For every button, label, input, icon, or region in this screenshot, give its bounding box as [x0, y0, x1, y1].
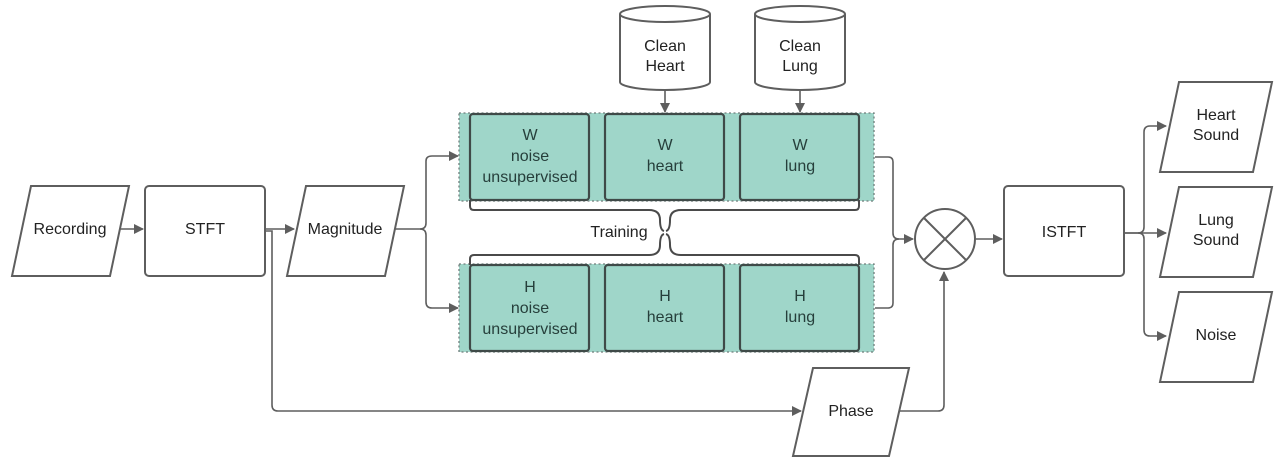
- connectors: [118, 90, 1167, 416]
- arrow-istft-to-heart-sound: [1124, 121, 1167, 234]
- clean-lung-label-1: Clean: [779, 38, 821, 55]
- stft-label: STFT: [185, 221, 225, 238]
- noise-output-node: [1158, 291, 1274, 383]
- lung-sound-node: [1158, 186, 1274, 278]
- clean-heart-database: Clean Heart: [619, 5, 711, 91]
- recording-node: [10, 185, 131, 277]
- magnitude-label: Magnitude: [308, 221, 383, 238]
- h-lung-box: [738, 263, 861, 353]
- clean-lung-label-2: Lung: [782, 58, 818, 75]
- lung-sound-label-2: Sound: [1193, 232, 1239, 249]
- w-lung-label-1: W: [792, 137, 808, 154]
- h-noise-box: [468, 263, 591, 353]
- heart-sound-label-1: Heart: [1196, 107, 1236, 124]
- h-noise-label-2: noise: [511, 300, 549, 317]
- h-heart-box: [603, 263, 726, 353]
- istft-node: [1003, 185, 1125, 277]
- heart-sound-label-2: Sound: [1193, 127, 1239, 144]
- training-brace-top: [469, 200, 665, 232]
- noise-output-label: Noise: [1196, 327, 1237, 344]
- recording-label: Recording: [34, 221, 107, 238]
- clean-heart-label-1: Clean: [644, 38, 686, 55]
- lung-sound-label-1: Lung: [1198, 212, 1234, 229]
- heart-sound-node: [1158, 81, 1274, 173]
- magnitude-node: [285, 185, 406, 277]
- arrow-istft-to-noise: [1137, 232, 1167, 341]
- w-noise-label-1: W: [522, 127, 538, 144]
- h-lung-label-2: lung: [785, 309, 815, 326]
- arrow-h-group-to-multiply: [875, 238, 900, 309]
- w-noise-label-3: unsupervised: [482, 169, 577, 186]
- w-heart-label-2: heart: [647, 158, 684, 175]
- h-heart-label-2: heart: [647, 309, 684, 326]
- training-brace-bottom-right: [665, 233, 860, 265]
- training-label: Training: [590, 224, 647, 241]
- h-heart-label-1: H: [659, 288, 671, 305]
- arrow-magnitude-to-h-group: [419, 228, 459, 313]
- circled-x-icon: [914, 208, 976, 270]
- phase-label: Phase: [828, 403, 873, 420]
- arrow-phase-to-multiply: [899, 271, 949, 412]
- w-lung-label-2: lung: [785, 158, 815, 175]
- w-noise-label-2: noise: [511, 148, 549, 165]
- phase-node: [791, 367, 911, 457]
- h-noise-label-3: unsupervised: [482, 321, 577, 338]
- arrow-w-group-to-multiply: [875, 156, 914, 244]
- h-noise-label-1: H: [524, 279, 536, 296]
- w-heart-label-1: W: [657, 137, 673, 154]
- istft-label: ISTFT: [1042, 224, 1087, 241]
- clean-heart-label-2: Heart: [645, 58, 685, 75]
- h-lung-label-1: H: [794, 288, 806, 305]
- w-noise-box: [468, 112, 591, 202]
- training-brace-top-right: [665, 200, 860, 232]
- clean-lung-database: Clean Lung: [754, 5, 846, 91]
- training-brace-bottom: [469, 233, 665, 265]
- w-heart-box: [603, 112, 726, 202]
- stft-node: [144, 185, 266, 277]
- arrow-stft-to-phase: [265, 230, 802, 416]
- w-lung-box: [738, 112, 861, 202]
